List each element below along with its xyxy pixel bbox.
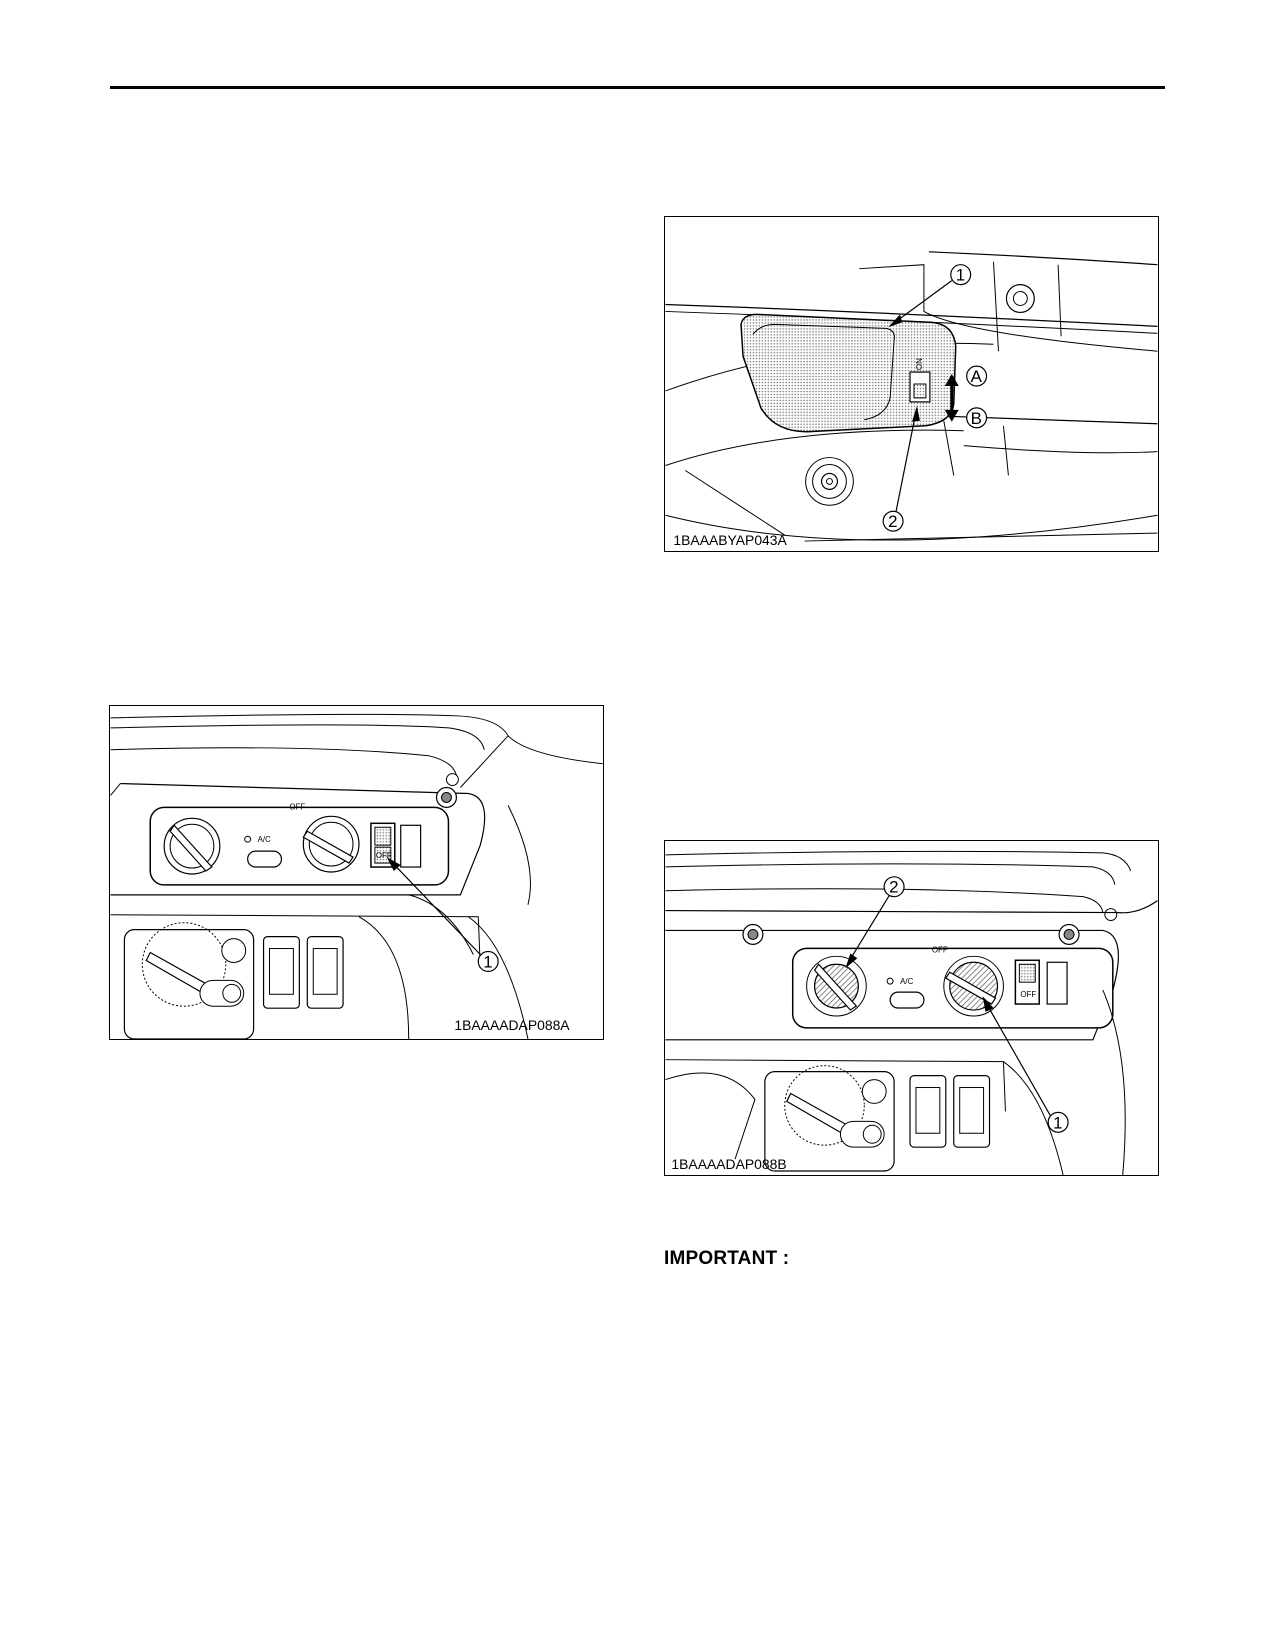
callout-1: 1 [483, 952, 492, 971]
wiper-switch-figure: A/C OFF OFF 1 1BAAAADAP088A [109, 705, 604, 1040]
figure-code: 1BAAAADAP088B [671, 1156, 786, 1172]
callout-1: 1 [956, 266, 965, 285]
figure-code: 1BAAABYAP043A [673, 532, 787, 548]
callout-1: 1 [1053, 1113, 1062, 1132]
room-light-illustration: ON A B 1 2 1BAAABYAP043A [665, 251, 1158, 548]
header-rule [110, 86, 1165, 89]
ac-label: A/C [258, 835, 271, 844]
ac-label: A/C [900, 977, 913, 986]
position-b-label: B [971, 409, 982, 428]
room-light-figure: ON A B 1 2 1BAAABYAP043A [664, 216, 1159, 552]
heater-controls-illustration: A/C OFF OFF 2 1 [665, 850, 1158, 1175]
heater-controls-figure: A/C OFF OFF 2 1 [664, 840, 1159, 1176]
fan-off-label: OFF [289, 802, 305, 811]
switch-off-label: OFF [376, 851, 392, 860]
callout-2: 2 [889, 878, 898, 897]
room-light-lamp [740, 313, 957, 433]
important-heading: IMPORTANT : [664, 1248, 790, 1269]
switch-on-label: ON [915, 358, 924, 370]
callout-2: 2 [888, 512, 897, 531]
wiper-switch-illustration: A/C OFF OFF 1 1BAAAADAP088A [110, 713, 603, 1039]
figure-code: 1BAAAADAP088A [454, 1017, 570, 1033]
fan-off-label: OFF [932, 945, 948, 954]
switch-off-label: OFF [1020, 990, 1036, 999]
position-a-label: A [971, 367, 983, 386]
